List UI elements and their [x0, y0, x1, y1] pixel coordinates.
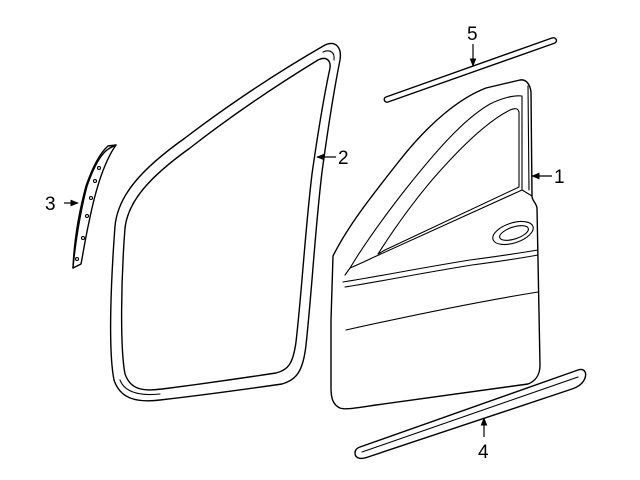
callout-2: 2	[338, 148, 349, 169]
callout-5: 5	[467, 24, 478, 45]
weatherstrip-seal	[109, 42, 342, 402]
belt-molding	[383, 37, 558, 103]
door-shell	[330, 79, 541, 410]
pillar-molding	[72, 144, 117, 269]
callout-3: 3	[45, 194, 56, 215]
callout-1: 1	[554, 167, 565, 188]
callout-4: 4	[478, 442, 489, 463]
rocker-molding	[354, 368, 587, 460]
